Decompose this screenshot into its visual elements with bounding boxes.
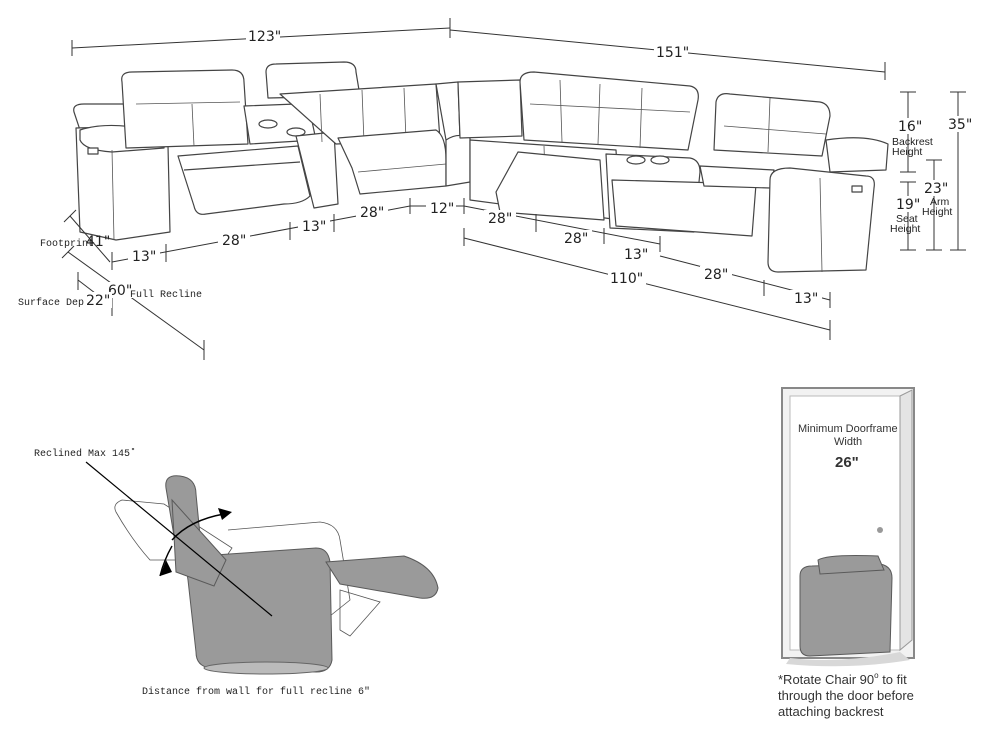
doorframe-diagram	[781, 387, 915, 667]
arm-height-value: 23"	[924, 181, 948, 197]
rotate-note-start: *Rotate Chair 90	[778, 672, 874, 687]
full-recline-label: Full Recline	[130, 289, 202, 301]
backrest-height-value: 16"	[898, 119, 922, 135]
corner-mid-width: 12"	[430, 201, 454, 217]
overall-left-dimension: 123"	[248, 29, 281, 45]
recliner-diagram	[85, 461, 439, 675]
right-seat-2-width: 28"	[564, 231, 588, 247]
left-arm-width: 13"	[132, 249, 156, 265]
right-seat-3-width: 28"	[704, 267, 728, 283]
overall-right-dimension: 151"	[656, 45, 689, 61]
wall-distance-label: Distance from wall for full recline 6"	[142, 686, 370, 698]
left-console-width: 13"	[302, 219, 326, 235]
doorframe-width-value: 26"	[835, 454, 859, 471]
right-console-width: 13"	[624, 247, 648, 263]
rotate-note-degree: o	[874, 671, 879, 680]
surface-depth-label: Surface Depth	[18, 297, 96, 309]
rotate-note-line-2: through the door before	[778, 688, 914, 703]
rotate-note-line-1: *Rotate Chair 90o to fit	[778, 671, 907, 687]
recline-max-label: Reclined Max 145˚	[34, 447, 136, 460]
left-seat-width: 28"	[222, 233, 246, 249]
rotate-note-line-3: attaching backrest	[778, 704, 884, 719]
total-height-value: 35"	[948, 117, 972, 133]
seat-height-label-2: Height	[890, 223, 920, 235]
arm-height-label-1: Arm	[930, 196, 950, 208]
sectional-sofa-drawing	[73, 61, 889, 273]
seat-height-value: 19"	[896, 197, 920, 213]
seat-height-label-1: Seat	[896, 213, 918, 225]
footprint-label: Footprint	[40, 238, 94, 250]
arm-height-label-2: Height	[922, 206, 952, 218]
backrest-height-label-2: Height	[892, 146, 922, 158]
right-run-width: 110"	[610, 271, 643, 287]
full-recline-value: 60"	[108, 283, 132, 299]
doorframe-title-2: Width	[834, 436, 862, 448]
backrest-height-label-1: Backrest	[892, 136, 933, 148]
corner-left-width: 28"	[360, 205, 384, 221]
doorframe-title-1: Minimum Doorframe	[798, 423, 898, 435]
right-seat-1-width: 28"	[488, 211, 512, 227]
rotate-note-end: to fit	[879, 672, 908, 687]
footprint-value: 41"	[86, 234, 110, 250]
right-arm-width: 13"	[794, 291, 818, 307]
surface-depth-value: 22"	[86, 293, 110, 309]
